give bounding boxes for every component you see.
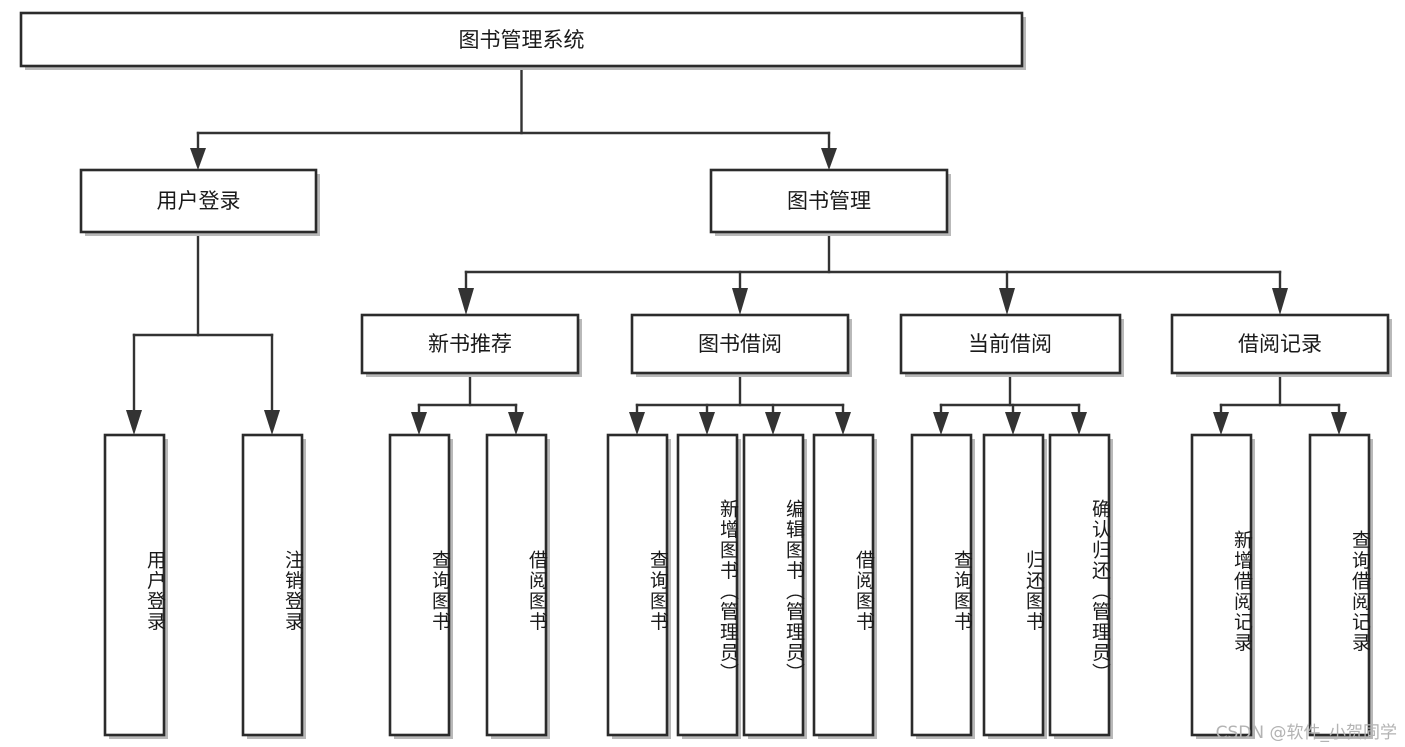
arrowhead-leaf-rec-borrow-book: [508, 412, 524, 435]
node-book-borrow-label: 图书借阅: [698, 332, 782, 356]
arrowhead-leaf-rec-add-record: [1213, 412, 1229, 435]
arrowhead-leaf-rec-query-record: [1331, 412, 1347, 435]
node-leaf-cur-query-book[interactable]: [910, 433, 975, 739]
arrowhead-leaf-cur-return-book: [1005, 412, 1021, 435]
node-root[interactable]: 图书管理系统: [19, 11, 1026, 70]
arrowhead-borrow-record: [1272, 288, 1288, 315]
node-leaf-cur-return-book[interactable]: [982, 433, 1047, 739]
node-book-manage[interactable]: 图书管理: [709, 168, 951, 236]
node-leaf-user-logout[interactable]: [241, 433, 306, 739]
arrowhead-leaf-borrow-edit-book: [765, 412, 781, 435]
node-leaf-borrow-borrow-book[interactable]: [812, 433, 877, 739]
arrowhead-leaf-user-login: [126, 410, 142, 435]
arrowhead-book-manage: [821, 148, 837, 170]
arrowhead-leaf-cur-confirm-return: [1071, 412, 1087, 435]
arrowhead-new-book-rec: [458, 288, 474, 315]
node-root-label: 图书管理系统: [459, 28, 585, 52]
arrowhead-user-login: [190, 148, 206, 170]
node-book-borrow[interactable]: 图书借阅: [630, 313, 852, 377]
arrowhead-leaf-cur-query-book: [933, 412, 949, 435]
node-leaf-cur-confirm-return[interactable]: [1048, 433, 1113, 739]
node-user-login[interactable]: 用户登录: [79, 168, 320, 236]
node-new-book-rec-label: 新书推荐: [428, 332, 512, 356]
node-leaf-borrow-add-book[interactable]: [676, 433, 741, 739]
arrowhead-leaf-borrow-query-book: [629, 412, 645, 435]
node-user-login-label: 用户登录: [157, 189, 241, 213]
edge-layer: [126, 64, 1347, 435]
leaf-node-layer: [103, 433, 1373, 739]
node-leaf-borrow-query-book[interactable]: [606, 433, 671, 739]
node-leaf-rec-query-book[interactable]: [388, 433, 453, 739]
arrowhead-leaf-borrow-borrow-book: [835, 412, 851, 435]
node-borrow-record-label: 借阅记录: [1238, 332, 1322, 356]
node-leaf-rec-borrow-book[interactable]: [485, 433, 550, 739]
arrowhead-current-borrow: [999, 288, 1015, 315]
node-leaf-user-login[interactable]: [103, 433, 168, 739]
node-leaf-rec-add-record[interactable]: [1190, 433, 1255, 739]
node-borrow-record[interactable]: 借阅记录: [1170, 313, 1392, 377]
node-leaf-borrow-edit-book[interactable]: [742, 433, 807, 739]
node-current-borrow[interactable]: 当前借阅: [899, 313, 1124, 377]
node-leaf-rec-query-record[interactable]: [1308, 433, 1373, 739]
node-new-book-rec[interactable]: 新书推荐: [360, 313, 582, 377]
node-current-borrow-label: 当前借阅: [968, 332, 1052, 356]
watermark-text: CSDN @软件_小贺同学: [1215, 723, 1397, 743]
node-layer: 图书管理系统 用户登录 图书管理 新书推荐: [19, 11, 1392, 739]
arrowhead-leaf-user-logout: [264, 410, 280, 435]
arrowhead-leaf-rec-query-book: [411, 412, 427, 435]
arrowhead-leaf-borrow-add-book: [699, 412, 715, 435]
arrowhead-book-borrow: [732, 288, 748, 315]
node-book-manage-label: 图书管理: [787, 189, 871, 213]
